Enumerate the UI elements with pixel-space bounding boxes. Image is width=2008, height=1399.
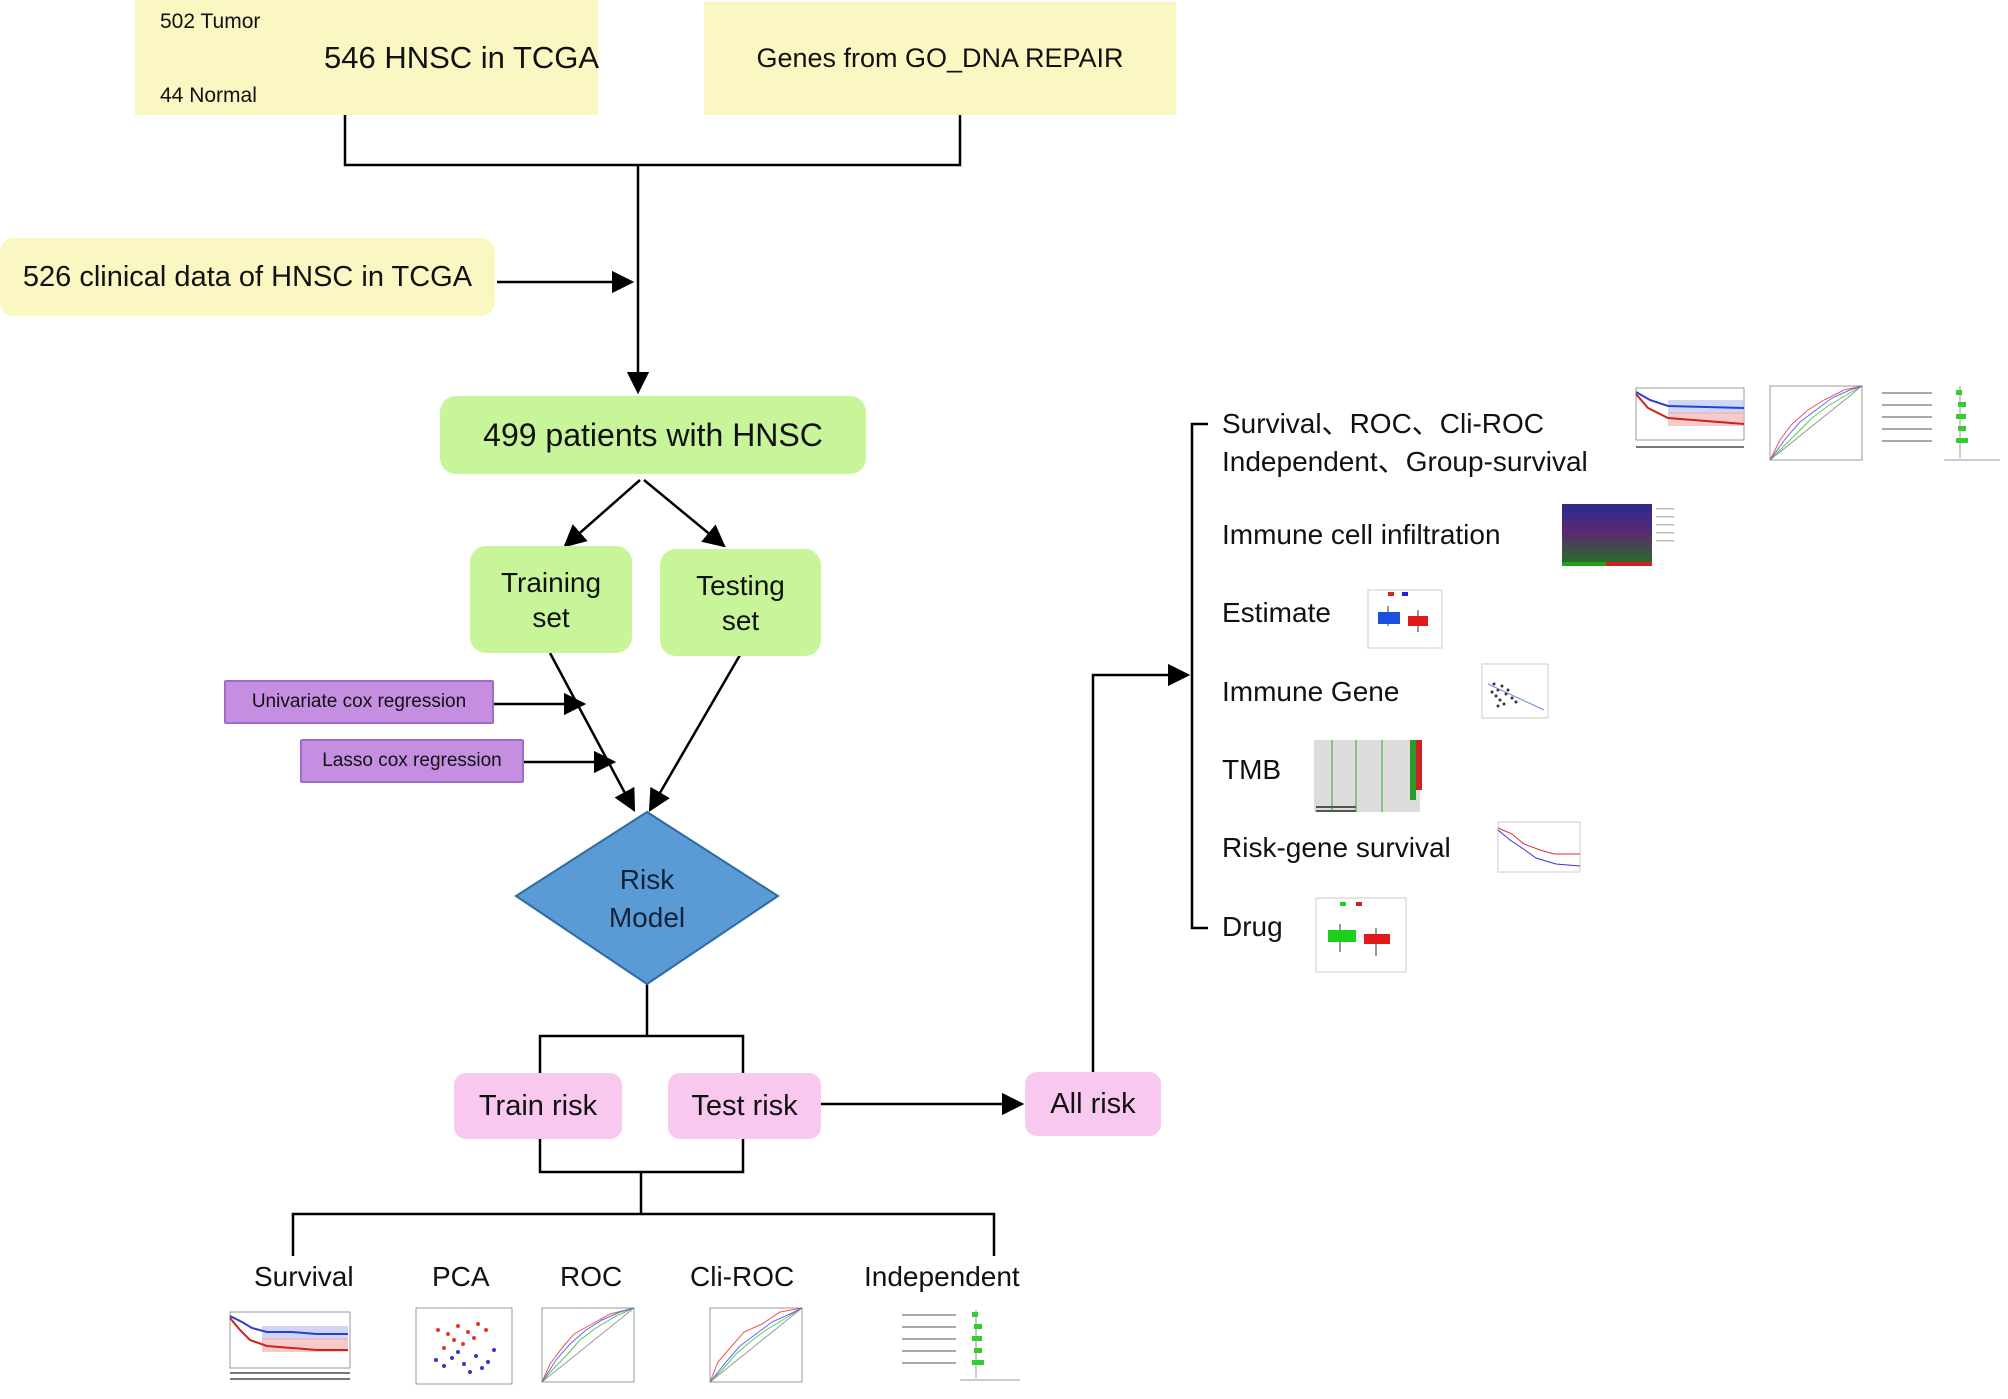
all-risk-box: All risk (1025, 1072, 1161, 1136)
top-merge-bracket (343, 115, 962, 167)
estimate-label: Estimate (1222, 597, 1331, 628)
estimate-thumbnail (1364, 586, 1446, 654)
independent-thumbnail (900, 1306, 1022, 1388)
immune-infiltration-thumbnail (1548, 500, 1678, 570)
genes-box: Genes from GO_DNA REPAIR (704, 2, 1176, 115)
drug-thumbnail (1310, 894, 1412, 978)
tcga-label: 546 HNSC in TCGA (324, 40, 600, 75)
arrow-to-training (563, 479, 641, 548)
arrow-to-right (1091, 663, 1191, 1072)
arrow-training-to-model (548, 652, 636, 812)
right-line2-label: Independent、Group-survival (1222, 446, 1588, 477)
right-survival-thumbnail (1628, 384, 1748, 458)
pca-thumbnail (408, 1304, 526, 1390)
all-risk-label: All risk (1050, 1087, 1136, 1120)
test-risk-box: Test risk (668, 1073, 821, 1139)
right-bracket (1190, 422, 1208, 930)
bottom-cliroc-label: Cli-ROC (690, 1261, 795, 1292)
normal-label: 44 Normal (160, 84, 257, 107)
testing-line2: set (721, 604, 760, 636)
risk-model-diamond (514, 810, 780, 986)
train-risk-label: Train risk (478, 1089, 598, 1122)
tmb-label: TMB (1222, 754, 1282, 785)
train-risk-box: Train risk (454, 1073, 622, 1139)
lasso-label: Lasso cox regression (322, 750, 502, 772)
testing-set-box: Testing set (660, 549, 821, 656)
clinical-label: 526 clinical data of HNSC in TCGA (22, 260, 473, 293)
tcga-box (135, 0, 598, 115)
bottom-bracket (291, 1212, 996, 1256)
immune-gene-label: Immune Gene (1222, 676, 1400, 707)
arrow-testing-to-model (648, 654, 742, 812)
bottom-pca-label: PCA (432, 1261, 490, 1292)
clinical-box: 526 clinical data of HNSC in TCGA (0, 238, 495, 316)
model-line2: Model (608, 901, 686, 933)
immune-gene-thumbnail (1478, 660, 1552, 724)
univariate-label: Univariate cox regression (251, 691, 467, 713)
genes-label: Genes from GO_DNA REPAIR (756, 42, 1124, 73)
test-risk-label: Test risk (691, 1089, 798, 1122)
risk-model-label: Risk Model (577, 861, 717, 937)
tmb-thumbnail (1312, 736, 1434, 816)
lasso-box: Lasso cox regression (300, 739, 524, 783)
drug-label: Drug (1222, 911, 1283, 942)
patients-box: 499 patients with HNSC (440, 396, 866, 474)
roc-thumbnail (536, 1304, 642, 1392)
right-line1-label: Survival、ROC、Cli-ROC (1222, 408, 1545, 439)
right-independent-thumbnail (1880, 382, 2002, 466)
training-line1: Training (500, 566, 602, 598)
training-line2: set (532, 601, 570, 633)
training-set-box: Training set (470, 546, 632, 653)
univariate-box: Univariate cox regression (224, 680, 494, 724)
bottom-survival-label: Survival (254, 1261, 354, 1292)
bottom-roc-label: ROC (560, 1261, 623, 1292)
survival-thumbnail (222, 1308, 354, 1388)
immune-infiltration-label: Immune cell infiltration (1222, 519, 1501, 550)
bottom-independent-label: Independent (864, 1261, 1020, 1292)
patients-label: 499 patients with HNSC (483, 417, 823, 453)
right-roc-thumbnail (1764, 382, 1868, 472)
risk-gene-survival-label: Risk-gene survival (1222, 832, 1451, 863)
model-line1: Risk (619, 864, 675, 895)
risk-gene-survival-thumbnail (1494, 818, 1584, 878)
testing-line1: Testing (696, 569, 785, 601)
arrow-to-testing (643, 479, 726, 548)
cliroc-thumbnail (704, 1304, 810, 1392)
tumor-label: 502 Tumor (160, 10, 261, 33)
